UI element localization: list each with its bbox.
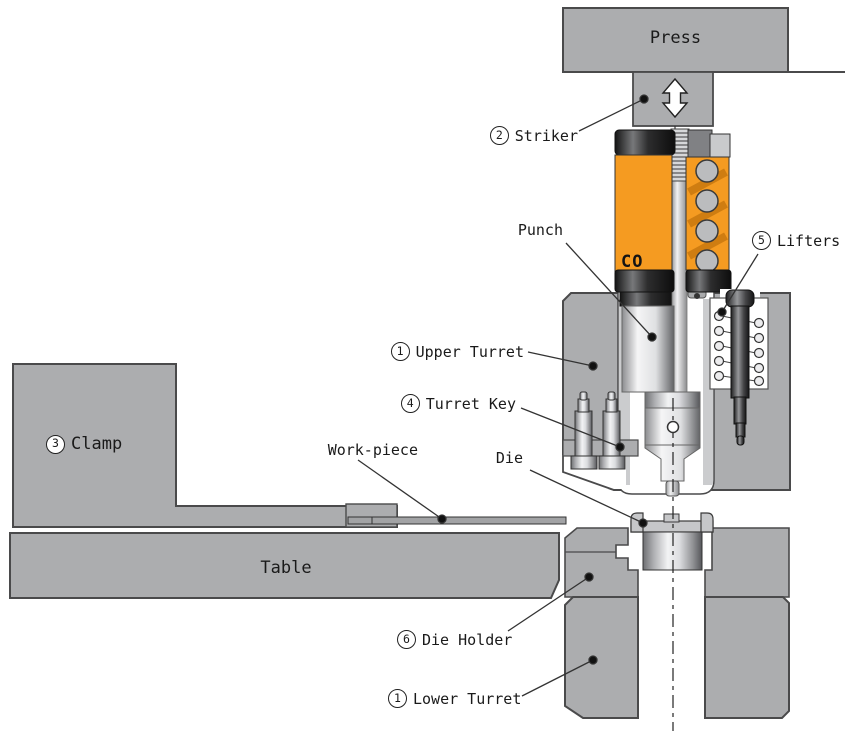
label-press: Press bbox=[649, 28, 702, 48]
label-striker: 2 Striker bbox=[420, 126, 578, 145]
label-lifters: 5 Lifters bbox=[752, 231, 840, 250]
lower-turret-right bbox=[704, 596, 790, 719]
die-holder-left bbox=[564, 527, 639, 598]
label-table: Table bbox=[260, 558, 312, 578]
circled-number: 6 bbox=[397, 630, 416, 649]
brand-text: CO bbox=[621, 252, 643, 272]
die-holder-right bbox=[704, 527, 790, 598]
circled-number: 3 bbox=[46, 434, 65, 454]
circled-number: 2 bbox=[489, 126, 509, 145]
circled-number: 1 bbox=[390, 342, 410, 361]
punch-body bbox=[621, 305, 675, 393]
label-clamp: 3 Clamp bbox=[46, 434, 122, 454]
driver-top-cap bbox=[614, 129, 676, 156]
press-block bbox=[562, 7, 789, 73]
circled-number: 4 bbox=[400, 394, 420, 413]
turret-key-bracket bbox=[562, 439, 639, 457]
up-down-arrow-icon bbox=[661, 77, 689, 119]
label-die-holder: 6 Die Holder bbox=[397, 630, 512, 649]
punch-ring-hole bbox=[666, 420, 680, 434]
turret-key-pins bbox=[570, 391, 626, 470]
label-turret-key: 4 Turret Key bbox=[330, 394, 516, 413]
work-piece-sheet bbox=[347, 516, 567, 525]
table-block bbox=[9, 532, 560, 599]
lower-turret-left bbox=[564, 596, 639, 719]
label-upper-turret: 1 Upper Turret bbox=[330, 342, 524, 361]
label-lower-turret: 1 Lower Turret bbox=[388, 689, 521, 708]
label-die: Die bbox=[495, 449, 523, 467]
lifter-spring bbox=[713, 310, 765, 387]
label-punch: Punch bbox=[517, 221, 563, 239]
label-work-piece: Work-piece bbox=[327, 441, 418, 459]
leader-lines bbox=[357, 94, 759, 697]
circled-number: 5 bbox=[752, 231, 771, 250]
circled-number: 1 bbox=[388, 689, 407, 708]
